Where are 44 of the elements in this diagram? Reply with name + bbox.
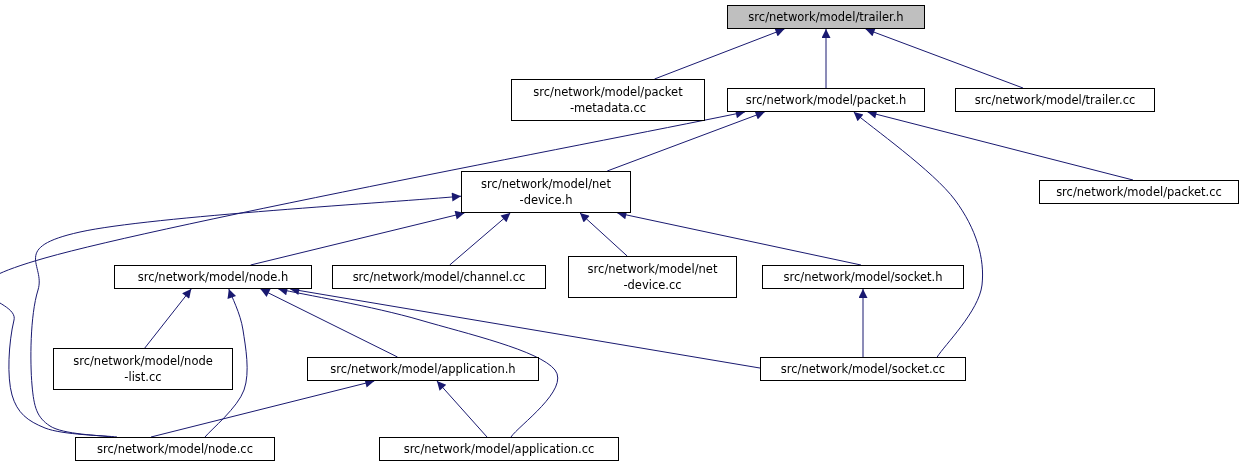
arrow: [449, 212, 511, 266]
file-box: [762, 265, 964, 289]
file-box: [511, 79, 705, 121]
arrow: [260, 288, 398, 358]
arrow: [436, 380, 488, 438]
file-path: src/network/model/trailer.cc: [974, 92, 1136, 108]
file-path: src/network/model/net -device.cc: [586, 261, 719, 293]
file-path: src/network/model/channel.cc: [352, 269, 526, 285]
file-path: src/network/model/socket.h: [783, 269, 943, 285]
file-path: src/network/model/application.h: [330, 361, 516, 377]
file-box: [727, 88, 925, 112]
arrow: [821, 28, 831, 89]
arrow: [144, 288, 192, 349]
file-box: [53, 348, 233, 390]
file-path: src/network/model/packet.h: [745, 92, 907, 108]
file-path: src/network/model/node.cc: [97, 441, 253, 457]
file-path: src/network/model/trailer.h: [748, 9, 904, 25]
arrow: [606, 110, 766, 172]
arrow: [858, 288, 868, 358]
file-path: src/network/model/application.cc: [403, 441, 595, 457]
file-path: src/network/model/net -device.h: [480, 176, 612, 208]
file-path: src/network/model/packet.cc: [1056, 184, 1222, 200]
file-box: [307, 357, 539, 381]
file-box: [379, 437, 619, 461]
arrow: [865, 27, 1024, 89]
arrow: [30, 192, 462, 438]
file-box: [727, 5, 925, 29]
file-box: [461, 171, 631, 213]
arrow: [654, 28, 785, 80]
arrow: [250, 210, 465, 266]
arrow: [853, 111, 983, 358]
file-box: [332, 265, 546, 289]
file-box: [955, 88, 1155, 112]
file-box: [75, 437, 275, 461]
file-box: [760, 357, 966, 381]
file-path: src/network/model/node -list.cc: [72, 353, 214, 385]
arrow: [579, 212, 628, 257]
file-path: src/network/model/packet -metadata.cc: [532, 84, 684, 116]
file-box: [568, 256, 737, 298]
file-path: src/network/model/node.h: [137, 269, 289, 285]
file-path: src/network/model/socket.cc: [780, 361, 946, 377]
arrow: [204, 288, 248, 438]
file-box: [1039, 180, 1239, 204]
file-box: [114, 265, 312, 289]
